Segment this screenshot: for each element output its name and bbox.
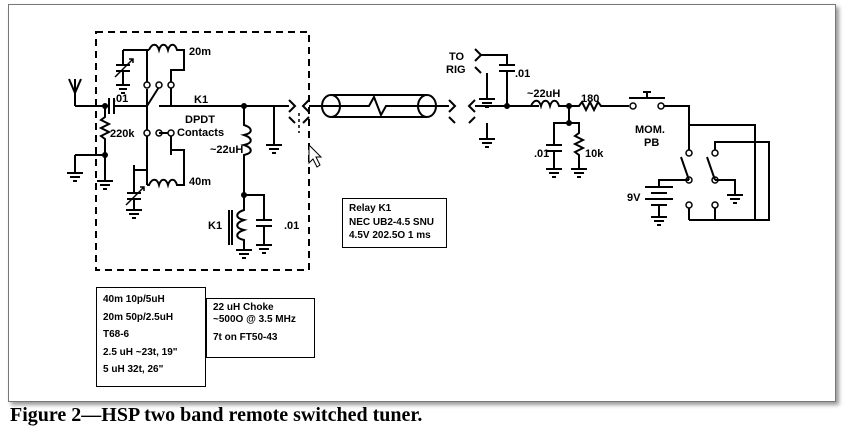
label-choke-right: ~22uH — [527, 88, 560, 100]
label-to: TO — [449, 51, 465, 63]
label-40m: 40m — [189, 176, 211, 188]
resistor-10k — [569, 122, 587, 178]
label-choke-left: ~22uH — [210, 144, 243, 156]
label-220k: 220k — [110, 128, 135, 140]
label-dpdt: DPDT — [185, 114, 215, 126]
pushbutton-switch — [629, 91, 756, 221]
label-180: 180 — [581, 93, 599, 105]
tank-20m — [114, 43, 185, 94]
label-relay-coil: K1 — [208, 220, 222, 232]
label-9v: 9V — [627, 192, 641, 204]
antenna-icon — [68, 78, 82, 106]
relay-coil — [228, 194, 272, 259]
note-coils: 40m 10p/5uH 20m 50p/2.5uH T68-6 2.5 uH ~… — [96, 287, 206, 387]
label-10k: 10k — [585, 148, 604, 160]
relay-contacts — [143, 81, 244, 155]
resistor-180 — [569, 99, 629, 113]
battery-9v — [645, 186, 673, 226]
label-contacts: Contacts — [177, 127, 224, 139]
dpdt-switch — [658, 125, 770, 221]
rig-connector — [474, 48, 515, 108]
tank-40m — [125, 136, 185, 219]
figure-caption: Figure 2—HSP two band remote switched tu… — [10, 404, 423, 426]
coax-connector-left — [288, 99, 310, 133]
note-choke: 22 uH Choke ~500O @ 3.5 MHz 7t on FT50-4… — [206, 298, 315, 358]
label-pb: PB — [644, 137, 659, 149]
choke-right — [530, 99, 569, 110]
resistor-220k — [98, 106, 112, 173]
choke-left — [240, 106, 252, 195]
coax-connector-right — [436, 99, 476, 124]
label-20m: 20m — [189, 46, 211, 58]
coax-cable — [309, 94, 437, 118]
label-cap-rig: .01 — [515, 68, 530, 80]
label-k1: K1 — [194, 94, 208, 106]
label-cap-right: .01 — [534, 148, 549, 160]
mouse-pointer-icon — [308, 143, 323, 168]
ground-symbol — [67, 155, 83, 182]
note-relay: Relay K1 NEC UB2-4.5 SNU 4.5V 202.5O 1 m… — [342, 198, 447, 248]
schematic: .01 220k 20m 40m K1 DPDT Contacts ~22uH … — [67, 31, 770, 271]
label-cap-input: .01 — [113, 93, 128, 105]
label-mom: MOM. — [635, 124, 665, 136]
label-rig: RIG — [446, 64, 466, 76]
figure-frame: .01 220k 20m 40m K1 DPDT Contacts ~22uH … — [8, 4, 836, 402]
tuner-enclosure — [95, 31, 310, 271]
label-cap-relay: .01 — [284, 220, 299, 232]
ground-symbol — [97, 173, 113, 190]
